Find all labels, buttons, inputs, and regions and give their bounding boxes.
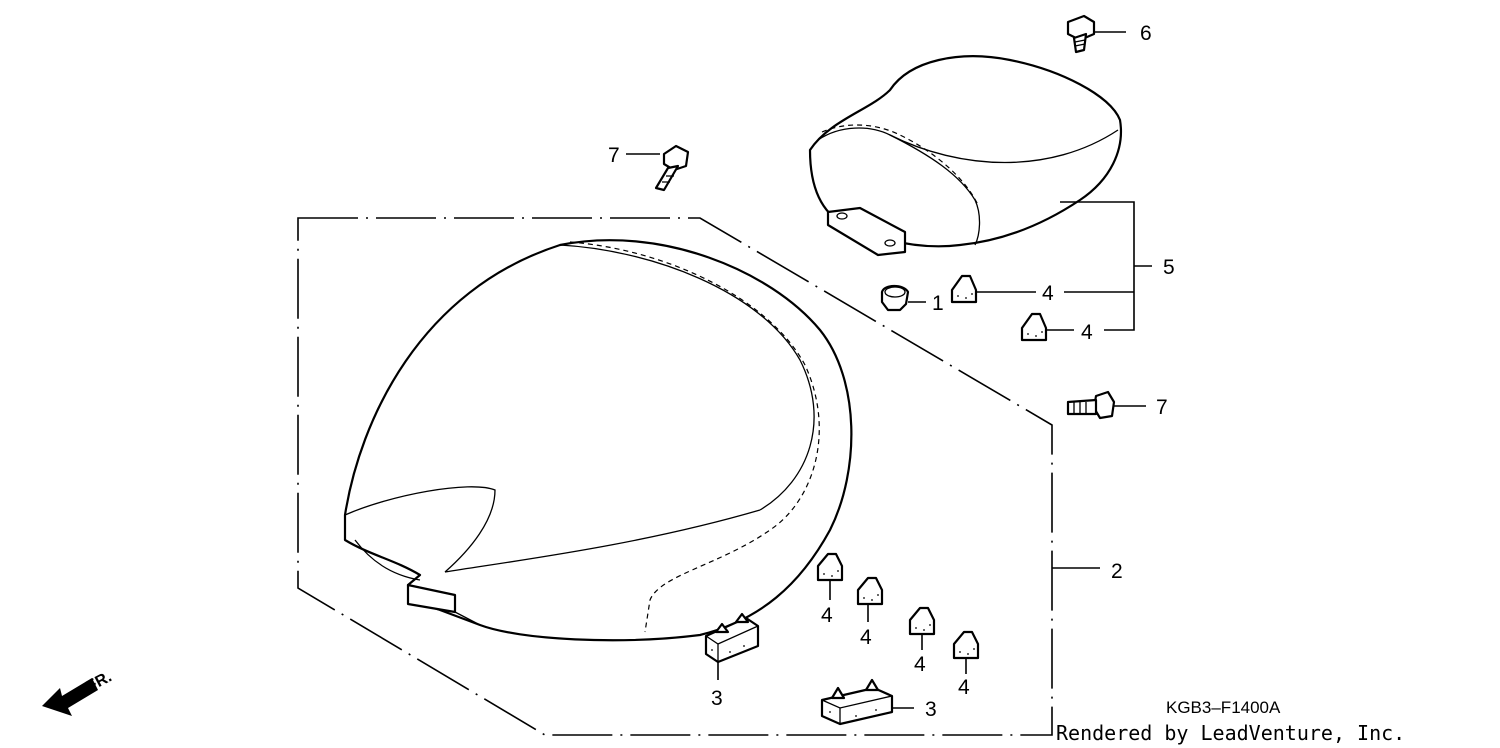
cushion-4f[interactable] — [952, 630, 980, 660]
cushion-4a[interactable] — [950, 274, 978, 304]
callout-4b: 4 — [1081, 321, 1093, 344]
callout-7a: 7 — [608, 144, 620, 167]
front-direction-arrow: FR. — [42, 668, 115, 716]
callout-4e: 4 — [914, 653, 926, 676]
bolt-6[interactable] — [1066, 14, 1096, 54]
bolt-7-right[interactable] — [1066, 390, 1116, 420]
cushion-4e[interactable] — [908, 606, 936, 636]
leader-lines — [626, 31, 1152, 709]
callout-4d: 4 — [860, 626, 872, 649]
callout-4f: 4 — [958, 676, 970, 699]
credit-text: Rendered by LeadVenture, Inc. — [1056, 721, 1405, 745]
assembly-boundary — [297, 217, 1053, 736]
callout-5: 5 — [1163, 256, 1175, 279]
nut-1[interactable] — [880, 284, 910, 312]
cushion-4b[interactable] — [1020, 312, 1048, 342]
callout-4c: 4 — [821, 604, 833, 627]
main-seat[interactable] — [343, 239, 853, 642]
callout-3b: 3 — [925, 698, 937, 721]
bolt-7-upper[interactable] — [654, 144, 690, 192]
cushion-block-3b[interactable] — [820, 678, 894, 726]
callout-3a: 3 — [711, 687, 723, 710]
callout-4a: 4 — [1042, 282, 1054, 305]
callout-2: 2 — [1111, 560, 1123, 583]
rear-seat[interactable] — [808, 55, 1122, 257]
cushion-block-3a[interactable] — [704, 612, 760, 664]
callout-7b: 7 — [1156, 396, 1168, 419]
cushion-4c[interactable] — [816, 552, 844, 582]
callout-6: 6 — [1140, 22, 1152, 45]
cushion-4d[interactable] — [856, 576, 884, 606]
diagram-code: KGB3–F1400A — [1166, 698, 1281, 717]
callout-1: 1 — [932, 292, 944, 315]
